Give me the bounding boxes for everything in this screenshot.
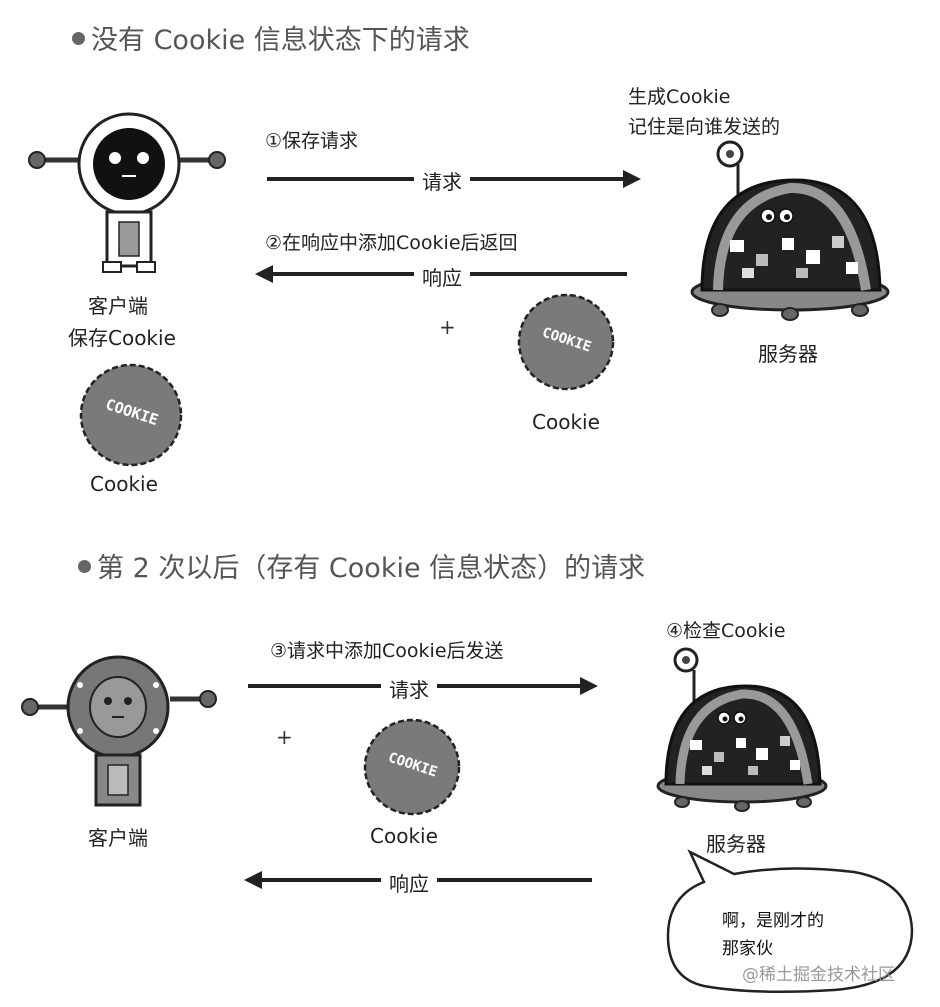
plus-sign-2: +: [276, 725, 293, 749]
server-robot-icon: [656, 647, 828, 812]
request-label: 请求: [414, 166, 470, 195]
section2-title: 第 2 次以后（存有 Cookie 信息状态）的请求: [78, 546, 645, 585]
bullet-icon: [78, 560, 91, 573]
server-note-line1: 生成Cookie: [628, 86, 731, 108]
server-robot-icon: [690, 140, 890, 321]
step1-label: ①保存请求: [265, 130, 359, 152]
cookie-icon: COOKIE: [517, 293, 615, 391]
response-label-2: 响应: [381, 868, 437, 897]
server-label: 服务器: [758, 342, 818, 366]
speech-bubble: [666, 849, 914, 994]
section1-title: 没有 Cookie 信息状态下的请求: [72, 18, 470, 57]
server-note-line2: 记住是向谁发送的: [628, 116, 781, 138]
request-cookie-label: Cookie: [370, 824, 438, 848]
cookie-icon: COOKIE: [79, 363, 183, 467]
response-cookie-label: Cookie: [532, 410, 600, 434]
server-label-2: 服务器: [706, 832, 766, 856]
watermark: @稀土掘金技术社区: [742, 965, 895, 985]
client-robot-icon: [21, 655, 217, 807]
client-label: 客户端: [88, 294, 148, 318]
client-note: 保存Cookie: [68, 326, 176, 350]
step4-label: ④检查Cookie: [666, 620, 786, 642]
speech-line2: 那家伙: [722, 939, 773, 959]
step3-label: ③请求中添加Cookie后发送: [270, 640, 504, 662]
section2-title-text: 第 2 次以后（存有 Cookie 信息状态）的请求: [97, 553, 646, 584]
step2-label: ②在响应中添加Cookie后返回: [265, 232, 518, 254]
speech-line1: 啊，是刚才的: [722, 911, 824, 931]
client-label-2: 客户端: [88, 826, 148, 850]
client-cookie-label: Cookie: [90, 472, 158, 496]
response-label: 响应: [414, 262, 470, 291]
cookie-icon: COOKIE: [363, 718, 461, 816]
section1-title-text: 没有 Cookie 信息状态下的请求: [91, 25, 470, 56]
bullet-icon: [72, 32, 85, 45]
client-robot-icon: [28, 112, 226, 273]
request-label-2: 请求: [381, 674, 437, 703]
plus-sign: +: [439, 315, 456, 339]
